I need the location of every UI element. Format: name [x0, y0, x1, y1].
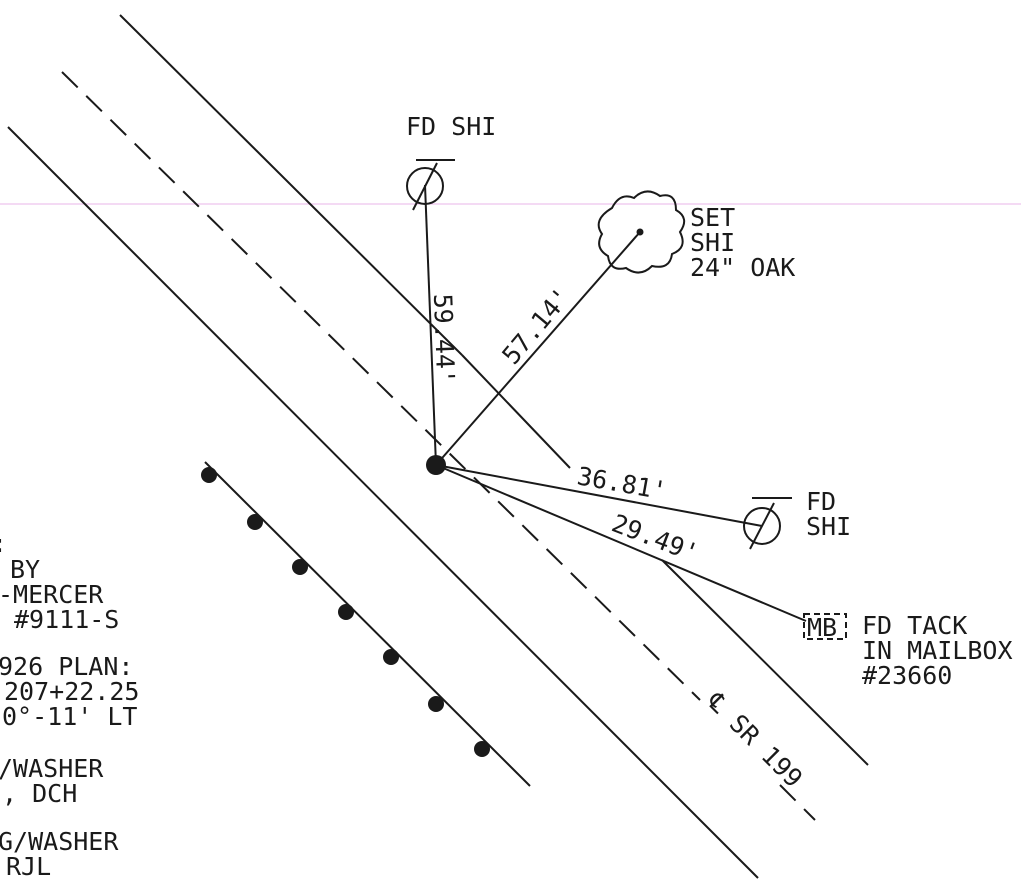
- distance-label-fd-shi-top: 59.44': [428, 293, 460, 384]
- survey-point-icon: [426, 455, 446, 475]
- right-of-way-line-upper: [119, 14, 463, 356]
- fd-tack-label-line1: FD TACK: [862, 611, 967, 640]
- centerline-dashed-end: [779, 784, 816, 821]
- fd-shi-right-label-line1: FD: [806, 487, 836, 516]
- fence-post-dot-group: [201, 467, 490, 757]
- tie-line-fd-shi-right: [435, 464, 763, 527]
- tree-symbol-icon: [597, 190, 686, 274]
- note-line: :: [0, 529, 7, 558]
- set-shi-label-line2: SHI: [690, 228, 735, 257]
- fence-post-dot-icon: [338, 604, 354, 620]
- mailbox-symbol: MB: [803, 613, 847, 642]
- set-shi-label-line3: 24" OAK: [690, 253, 795, 282]
- set-shi-label-line1: SET: [690, 203, 735, 232]
- fence-post-dot-icon: [383, 649, 399, 665]
- notes-block: : BY -MERCER #9111-S 926 PLAN: 207+22.25…: [0, 529, 139, 881]
- note-line: -MERCER: [0, 580, 104, 609]
- note-line: BY: [10, 555, 40, 584]
- note-line: #9111-S: [14, 605, 119, 634]
- note-line: RJL: [6, 852, 51, 881]
- distance-label-mailbox: 29.49': [608, 509, 703, 568]
- note-line: , DCH: [2, 779, 77, 808]
- tie-line-fd-shi-top: [424, 184, 437, 466]
- tie-line-oak: [435, 231, 641, 466]
- fence-post-dot-icon: [474, 741, 490, 757]
- fd-tack-label-line2: IN MAILBOX: [862, 636, 1013, 665]
- mailbox-label: MB: [807, 613, 837, 642]
- fd-shi-right-label-line2: SHI: [806, 512, 851, 541]
- found-monument-symbol-icon: [743, 497, 792, 550]
- note-line: 207+22.25: [4, 677, 139, 706]
- tie-line-mailbox: [435, 464, 807, 622]
- found-monument-symbol-icon: [406, 159, 455, 211]
- fd-shi-top-label: FD SHI: [406, 112, 496, 141]
- note-line: 0°-11' LT: [2, 702, 137, 731]
- distance-label-oak: 57.14': [496, 282, 576, 370]
- centerline-dashed: [61, 71, 701, 701]
- fence-post-dot-icon: [292, 559, 308, 575]
- fence-post-dot-icon: [428, 696, 444, 712]
- fence-post-dot-icon: [247, 514, 263, 530]
- centerline-label: ℄ SR 199: [701, 686, 808, 793]
- note-line: 926 PLAN:: [0, 652, 133, 681]
- right-of-way-line-lower: [7, 126, 759, 879]
- fence-line: [204, 461, 531, 787]
- fence-post-dot-icon: [201, 467, 217, 483]
- edge-of-pavement-line: [661, 559, 869, 766]
- note-line: G/WASHER: [0, 827, 119, 856]
- right-of-way-line-upper-lower-segment: [461, 354, 571, 469]
- note-line: /WASHER: [0, 754, 104, 783]
- fd-tack-label-line3: #23660: [862, 661, 952, 690]
